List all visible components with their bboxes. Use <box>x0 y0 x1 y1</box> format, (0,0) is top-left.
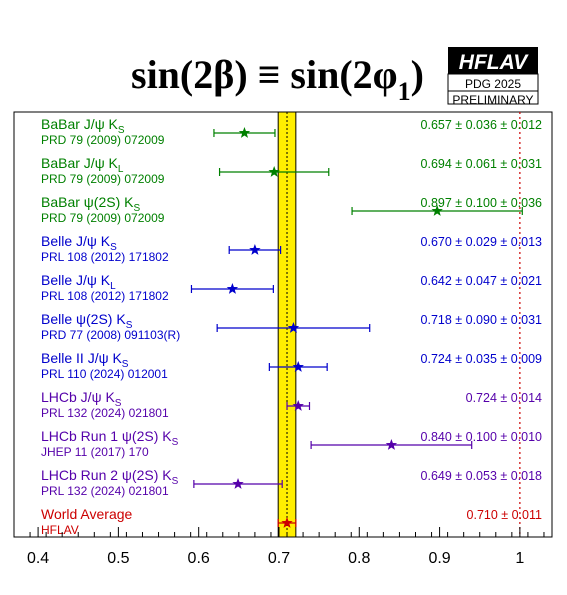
point-name: Belle J/ψ K <box>41 272 111 288</box>
point-star-marker <box>292 361 304 372</box>
x-tick-label: 1 <box>515 550 524 567</box>
point-name: Belle J/ψ K <box>41 233 111 249</box>
point-name-label: Belle ψ(2S) KS <box>41 311 133 331</box>
point-name-subscript: S <box>122 359 129 370</box>
point-name-label: World Average <box>41 506 133 522</box>
point-name: BaBar J/ψ K <box>41 116 119 132</box>
point-value-label: 0.657 ± 0.036 ± 0.012 <box>421 118 543 132</box>
x-tick-label: 0.5 <box>107 550 129 567</box>
x-tick-label: 0.8 <box>348 550 370 567</box>
point-value-label: 0.670 ± 0.029 ± 0.013 <box>421 235 543 249</box>
point-name-subscript: S <box>115 398 122 409</box>
point-star-marker <box>431 205 443 216</box>
point-name-subscript: S <box>172 437 179 448</box>
point-name-subscript: L <box>110 281 116 292</box>
badge-line1: PDG 2025 <box>465 77 521 91</box>
point-reference-label: PRL 108 (2012) 171802 <box>41 250 169 264</box>
chart-title-close: ) <box>411 52 424 97</box>
point-name: World Average <box>41 506 133 522</box>
point-name-label: BaBar J/ψ KL <box>41 155 124 175</box>
point-star-marker <box>287 322 300 333</box>
point-value-label: 0.897 ± 0.100 ± 0.036 <box>421 196 543 210</box>
point-value-label: 0.694 ± 0.061 ± 0.031 <box>421 157 543 171</box>
point-reference-label: PRL 132 (2024) 021801 <box>41 484 169 498</box>
point-name-label: LHCb Run 1 ψ(2S) KS <box>41 428 179 448</box>
point-name-subscript: L <box>118 164 124 175</box>
point-name-label: Belle J/ψ KS <box>41 233 117 253</box>
point-reference-label: PRD 79 (2009) 072009 <box>41 172 165 186</box>
point-star-marker <box>268 166 280 177</box>
badge-line2: PRELIMINARY <box>452 93 533 107</box>
point-star-marker <box>232 478 244 489</box>
point-name: LHCb Run 2 ψ(2S) K <box>41 467 172 483</box>
point-reference-label: HFLAV <box>41 523 79 537</box>
point-name-label: LHCb J/ψ KS <box>41 389 122 409</box>
point-value-label: 0.840 ± 0.100 ± 0.010 <box>421 430 543 444</box>
point-value-label: 0.724 ± 0.035 ± 0.009 <box>421 352 543 366</box>
point-value-label: 0.718 ± 0.090 ± 0.031 <box>421 313 543 327</box>
point-name-subscript: S <box>172 476 179 487</box>
point-star-marker <box>226 283 239 294</box>
point-star-marker <box>249 244 261 255</box>
point-reference-label: PRD 79 (2009) 072009 <box>41 211 165 225</box>
hflav-badge: HFLAV PDG 2025 PRELIMINARY <box>447 47 539 107</box>
point-value-label: 0.710 ± 0.011 <box>467 508 542 522</box>
point-name-subscript: S <box>110 242 117 253</box>
hflav-logo-box <box>448 47 538 74</box>
point-name-label: BaBar ψ(2S) KS <box>41 194 140 214</box>
chart-title-subscript: 1 <box>398 77 411 106</box>
point-reference-label: PRL 110 (2024) 012001 <box>41 367 168 381</box>
point-value-label: 0.642 ± 0.047 ± 0.021 <box>421 274 543 288</box>
x-tick-label: 0.4 <box>27 550 49 567</box>
point-name-label: LHCb Run 2 ψ(2S) KS <box>41 467 179 487</box>
point-name-subscript: S <box>126 320 133 331</box>
hflav-logo-underbox <box>447 73 539 105</box>
point-name-subscript: S <box>118 125 125 136</box>
point-name: BaBar J/ψ K <box>41 155 119 171</box>
point-name-label: BaBar J/ψ KS <box>41 116 125 136</box>
point-reference-label: PRL 108 (2012) 171802 <box>41 289 169 303</box>
point-name: Belle II J/ψ K <box>41 350 122 366</box>
point-reference-label: JHEP 11 (2017) 170 <box>41 445 149 459</box>
point-name-label: Belle J/ψ KL <box>41 272 116 292</box>
point-reference-label: PRD 77 (2008) 091103(R) <box>41 328 180 342</box>
point-value-label: 0.724 ± 0.014 <box>466 391 542 405</box>
point-reference-label: PRL 132 (2024) 021801 <box>41 406 169 420</box>
point-star-marker <box>281 517 293 528</box>
point-name: Belle ψ(2S) K <box>41 311 126 327</box>
x-tick-label: 0.6 <box>188 550 210 567</box>
point-value-label: 0.649 ± 0.053 ± 0.018 <box>421 469 543 483</box>
hflav-logo-text: HFLAV <box>459 51 529 74</box>
point-star-marker <box>385 439 398 450</box>
point-name: LHCb J/ψ K <box>41 389 115 405</box>
x-tick-label: 0.7 <box>268 550 290 567</box>
point-name-subscript: S <box>133 203 140 214</box>
point-star-marker <box>238 127 251 138</box>
point-name: LHCb Run 1 ψ(2S) K <box>41 428 172 444</box>
point-reference-label: PRD 79 (2009) 072009 <box>41 133 165 147</box>
chart-title: sin(2β) ≡ sin(2φ1) <box>131 52 424 106</box>
point-name: BaBar ψ(2S) K <box>41 194 134 210</box>
chart-title-main: sin(2β) ≡ sin(2φ <box>131 52 398 97</box>
point-star-marker <box>292 400 304 411</box>
point-name-label: Belle II J/ψ KS <box>41 350 129 370</box>
x-tick-label: 0.9 <box>428 550 450 567</box>
x-axis: 0.4 0.5 0.6 0.7 0.8 0.9 1 <box>13 527 545 567</box>
